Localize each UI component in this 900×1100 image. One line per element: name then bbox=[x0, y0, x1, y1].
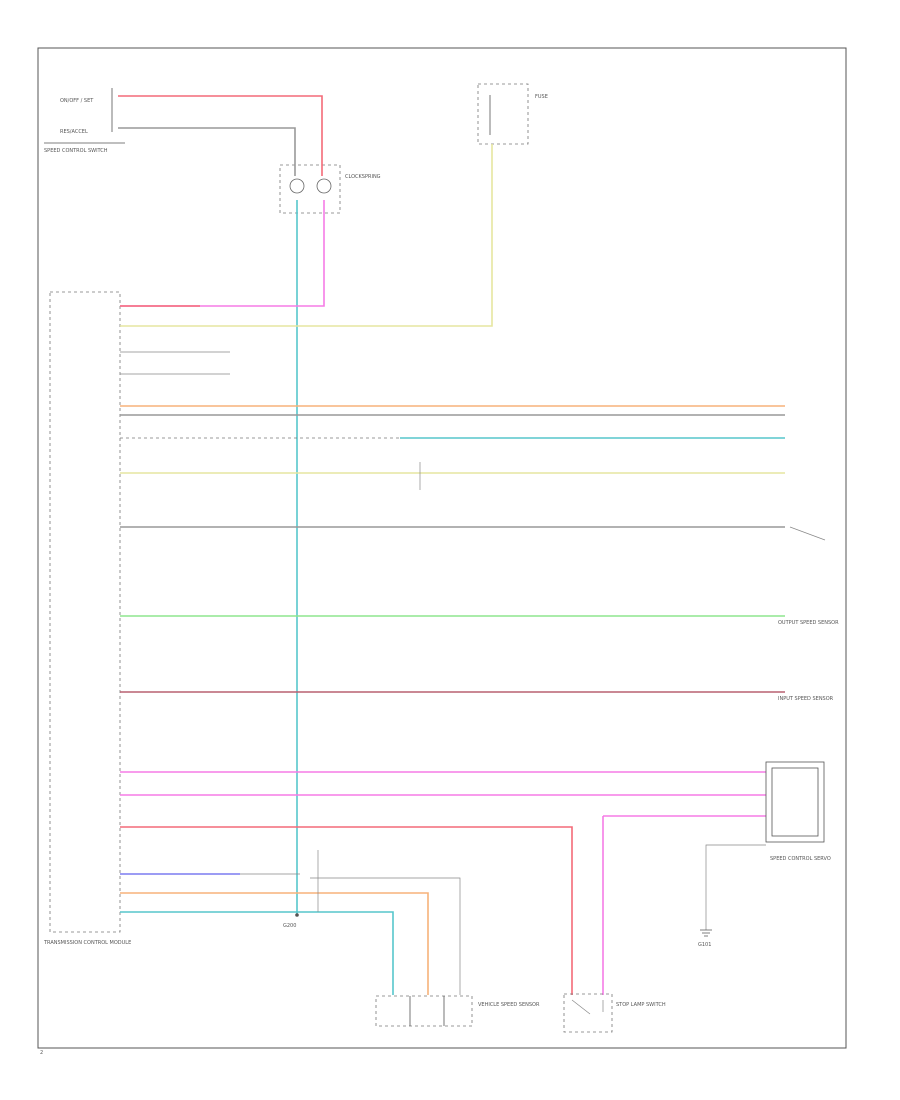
tcm-connector: TRANSMISSION CONTROL MODULE bbox=[43, 291, 131, 946]
diagram-frame bbox=[37, 47, 847, 1049]
stop-lamp-switch: STOP LAMP SWITCH bbox=[563, 993, 666, 1033]
splice-dot bbox=[295, 913, 299, 917]
servo-outline bbox=[765, 761, 825, 843]
switch-pin-label-2: RES/ACCEL bbox=[60, 129, 88, 135]
vss-label: VEHICLE SPEED SENSOR bbox=[478, 1002, 540, 1008]
wire-red-switch bbox=[118, 95, 323, 176]
clockspring: CLOCKSPRING bbox=[279, 164, 381, 214]
switch-caption: SPEED CONTROL SWITCH bbox=[44, 148, 108, 154]
wire-yellow-fuse bbox=[120, 144, 493, 327]
splice-g200: G200 bbox=[283, 913, 299, 929]
switch-contact bbox=[789, 526, 826, 541]
clockspring-terminal-b bbox=[316, 178, 332, 194]
output-speed-sensor: OUTPUT SPEED SENSOR bbox=[778, 620, 839, 626]
fuse-block-label: FUSE bbox=[535, 94, 548, 100]
tcm-caption: TRANSMISSION CONTROL MODULE bbox=[43, 940, 131, 946]
wire-red-stop-lamp bbox=[120, 826, 573, 995]
speed-control-switch: ON/OFF / SET RES/ACCEL SPEED CONTROL SWI… bbox=[44, 88, 125, 154]
input-speed-sensor-label: INPUT SPEED SENSOR bbox=[778, 696, 834, 702]
servo-inner bbox=[771, 767, 819, 837]
speed-control-servo: SPEED CONTROL SERVO bbox=[765, 761, 831, 862]
wire-servo-ground bbox=[705, 844, 766, 930]
fuse-block-outline bbox=[477, 83, 529, 145]
ground-symbol bbox=[700, 929, 712, 937]
output-speed-sensor-label: OUTPUT SPEED SENSOR bbox=[778, 620, 839, 626]
wire-teal-vss bbox=[120, 911, 394, 995]
wire-orange-vss bbox=[120, 892, 429, 995]
clockspring-label: CLOCKSPRING bbox=[345, 174, 381, 180]
servo-label: SPEED CONTROL SERVO bbox=[770, 856, 831, 862]
tcm-connector-outline bbox=[49, 291, 121, 933]
stop-lamp-contacts bbox=[571, 999, 604, 1015]
vss-outline bbox=[375, 995, 473, 1027]
ground-g101: G101 bbox=[698, 929, 712, 948]
page-number: 2 bbox=[40, 1050, 43, 1056]
fuse-block: FUSE bbox=[477, 83, 548, 145]
wires bbox=[118, 95, 826, 995]
clockspring-terminal-a bbox=[289, 178, 305, 194]
ground-label: G101 bbox=[698, 942, 711, 948]
input-speed-sensor: INPUT SPEED SENSOR bbox=[778, 696, 834, 702]
switch-pin-label-1: ON/OFF / SET bbox=[60, 98, 94, 104]
stop-lamp-switch-outline bbox=[563, 993, 613, 1033]
wire-gray-vss bbox=[310, 877, 461, 995]
vehicle-speed-sensor: VEHICLE SPEED SENSOR bbox=[375, 995, 540, 1027]
wire-pink-servo-3 bbox=[602, 815, 766, 995]
wire-gray-switch bbox=[118, 127, 296, 176]
vss-dividers bbox=[409, 996, 445, 1026]
splice-label: G200 bbox=[283, 923, 296, 929]
wire-pink-row1 bbox=[120, 200, 325, 307]
stop-lamp-switch-label: STOP LAMP SWITCH bbox=[616, 1002, 666, 1008]
clockspring-outline bbox=[279, 164, 341, 214]
